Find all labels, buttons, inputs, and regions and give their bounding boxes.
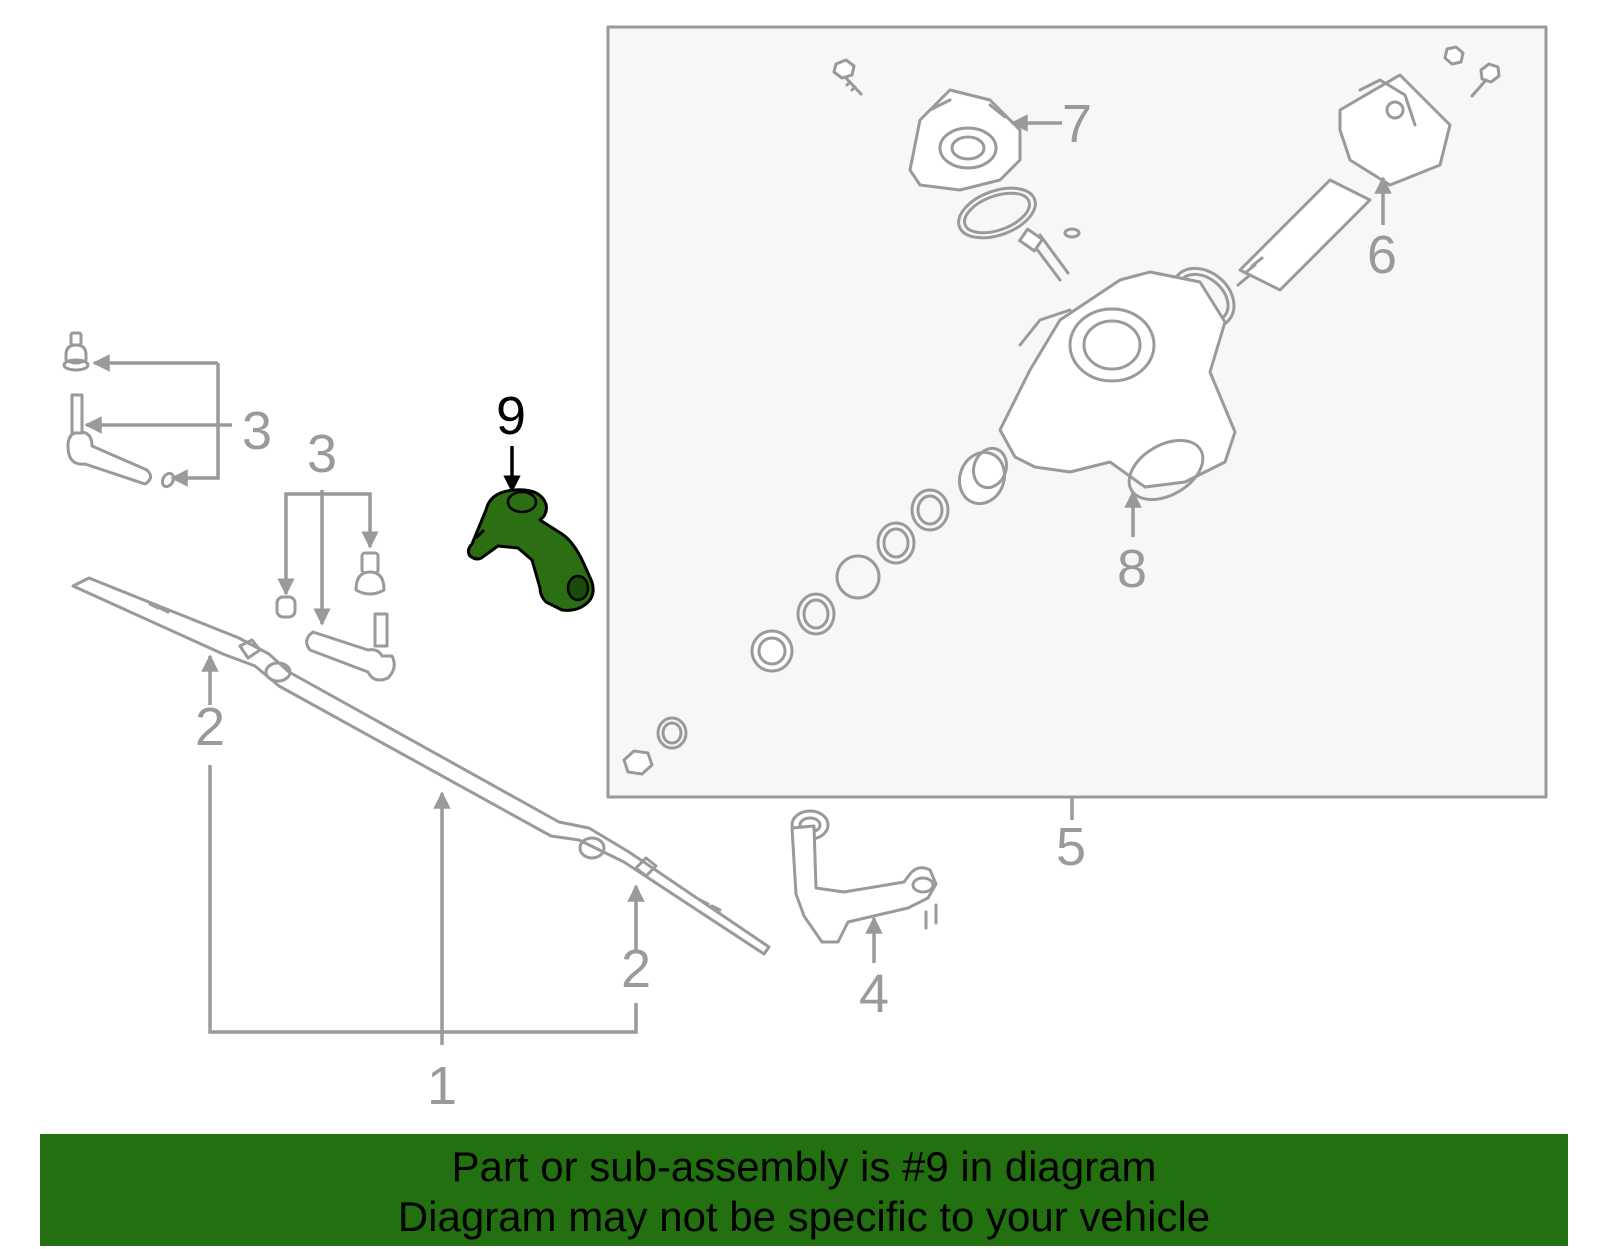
callout-3-left: 3 [242, 401, 272, 461]
callout-9: 9 [496, 386, 526, 446]
callout-2-right: 2 [621, 939, 651, 999]
washer [656, 716, 688, 750]
bolt-top-left [832, 58, 863, 96]
nut-bottom-left [622, 749, 654, 776]
callout-5: 5 [1056, 817, 1086, 877]
snap-ring [835, 554, 881, 600]
o-ring-7 [957, 186, 1037, 240]
bushing [957, 446, 1009, 506]
small-seal [1063, 227, 1081, 239]
callout-3-middle: 3 [307, 424, 337, 484]
seal-ring-a [910, 488, 950, 532]
ball-stud-cap [62, 331, 90, 372]
seal-stack [622, 446, 1009, 776]
valve-housing-part [908, 88, 1022, 192]
callout-7: 7 [1062, 94, 1092, 154]
tie-rod-assembly [71, 576, 771, 956]
pitman-arm-part [790, 809, 938, 944]
bolt-top-right [1470, 62, 1501, 98]
tie-rod-end-arm [305, 612, 396, 682]
tie-rod-end-body [66, 393, 152, 486]
pinion-shaft-part [1236, 73, 1452, 292]
callout-2-left: 2 [195, 697, 225, 757]
banner-line-disclaimer: Diagram may not be specific to your vehi… [397, 1193, 1211, 1240]
ball-stud-middle [354, 551, 386, 596]
tie-rod-end-left [62, 331, 176, 489]
leader-lines [84, 114, 1392, 1045]
callout-4: 4 [859, 964, 889, 1024]
gear-assembly-inset [606, 25, 1548, 799]
callout-6: 6 [1367, 225, 1397, 285]
callout-8: 8 [1117, 539, 1147, 599]
cotter-pin [160, 471, 176, 489]
nut-top-right [1443, 45, 1465, 66]
boot [275, 595, 297, 619]
idler-arm-part-9 [466, 488, 595, 612]
tie-rod-end-middle [275, 551, 396, 682]
info-banner: Part or sub-assembly is #9 in diagram Di… [40, 1134, 1568, 1246]
seal-ring-d [750, 629, 794, 673]
banner-line-part: Part or sub-assembly is #9 in diagram [451, 1143, 1157, 1190]
gear-housing-part [998, 227, 1237, 501]
seal-ring-b [876, 521, 916, 565]
callout-1: 1 [427, 1056, 457, 1116]
seal-ring-c [796, 592, 836, 636]
